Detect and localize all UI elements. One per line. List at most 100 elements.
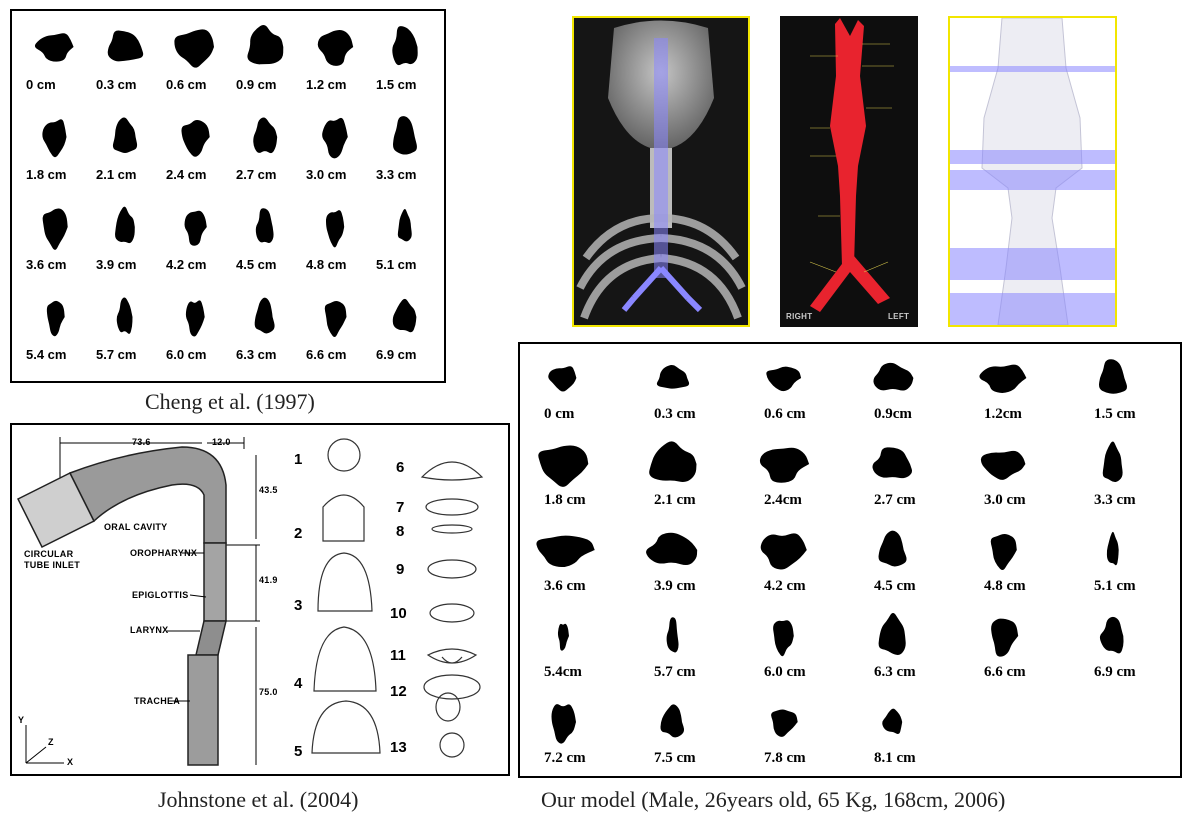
our-model-section-shape: [968, 348, 1078, 406]
cheng-section-shape: [20, 17, 90, 77]
cheng-section-label: 6.9 cm: [376, 347, 416, 362]
cheng-section-shape: [230, 17, 300, 77]
our-model-section-cell: 6.3 cm: [858, 606, 968, 692]
cheng-section-cell: 3.9 cm: [90, 197, 160, 287]
cheng-section-cell: 6.3 cm: [230, 287, 300, 377]
our-model-section-label: 0.6 cm: [764, 406, 806, 423]
johnstone-airway-diagram: [12, 425, 508, 774]
our-model-section-label: 5.1 cm: [1094, 578, 1136, 595]
our-model-section-cell: 4.5 cm: [858, 520, 968, 606]
cheng-section-shape: [160, 17, 230, 77]
our-model-section-cell: 7.8 cm: [748, 692, 858, 778]
cheng-section-shape: [300, 17, 370, 77]
our-model-section-label: 1.2cm: [984, 406, 1022, 423]
our-model-section-shape: [748, 692, 858, 750]
cheng-section-label: 2.1 cm: [96, 167, 136, 182]
our-model-section-cell: 0.6 cm: [748, 348, 858, 434]
axis-z-label: Z: [48, 737, 54, 747]
cheng-section-label: 1.5 cm: [376, 77, 416, 92]
our-model-section-cell: 2.1 cm: [638, 434, 748, 520]
cheng-section-label: 0 cm: [26, 77, 56, 92]
our-model-section-cell: 3.0 cm: [968, 434, 1078, 520]
cheng-section-label: 4.8 cm: [306, 257, 346, 272]
our-model-section-cell: 6.0 cm: [748, 606, 858, 692]
our-model-section-shape: [528, 606, 638, 664]
our-model-section-label: 8.1 cm: [874, 750, 916, 767]
cheng-section-shape: [300, 107, 370, 167]
cheng-panel: 0 cm0.3 cm0.6 cm0.9 cm1.2 cm1.5 cm1.8 cm…: [10, 9, 446, 383]
our-model-section-shape: [528, 692, 638, 750]
cheng-section-label: 1.8 cm: [26, 167, 66, 182]
our-model-section-shape: [528, 434, 638, 492]
cheng-section-label: 3.9 cm: [96, 257, 136, 272]
our-model-section-shape: [1078, 520, 1182, 578]
cheng-section-cell: 4.2 cm: [160, 197, 230, 287]
our-model-section-label: 5.7 cm: [654, 664, 696, 681]
right-label: RIGHT: [786, 312, 812, 321]
our-model-section-shape: [748, 348, 858, 406]
cheng-section-label: 4.2 cm: [166, 257, 206, 272]
cheng-section-label: 2.7 cm: [236, 167, 276, 182]
cheng-section-shape: [90, 17, 160, 77]
dim-label-3: 43.5: [259, 485, 278, 495]
cheng-section-label: 5.1 cm: [376, 257, 416, 272]
dim-label-4: 41.9: [259, 575, 278, 585]
cheng-section-shape: [20, 287, 90, 347]
cheng-section-shape: [230, 107, 300, 167]
our-model-section-label: 0.3 cm: [654, 406, 696, 423]
cheng-section-label: 6.6 cm: [306, 347, 346, 362]
section-number: 9: [396, 561, 404, 578]
cheng-caption: Cheng et al. (1997): [145, 389, 315, 415]
our-model-section-label: 1.8 cm: [544, 492, 586, 509]
our-model-section-cell: 5.4cm: [528, 606, 638, 692]
our-model-section-cell: 4.8 cm: [968, 520, 1078, 606]
oral-cavity-label: ORAL CAVITY: [104, 522, 167, 532]
axis-x-label: X: [67, 757, 73, 767]
our-model-section-shape: [638, 434, 748, 492]
our-model-section-shape: [968, 520, 1078, 578]
cheng-section-label: 0.9 cm: [236, 77, 276, 92]
cheng-section-shape: [230, 287, 300, 347]
cheng-section-cell: 0.6 cm: [160, 17, 230, 107]
our-model-section-shape: [858, 348, 968, 406]
left-label: LEFT: [888, 312, 909, 321]
cheng-section-shape: [160, 197, 230, 257]
our-model-section-shape: [638, 520, 748, 578]
our-model-section-shape: [748, 606, 858, 664]
section-number: 13: [390, 739, 407, 756]
inlet-label-2: TUBE INLET: [24, 560, 80, 570]
cheng-section-shape: [20, 107, 90, 167]
section-number: 6: [396, 459, 404, 476]
our-model-section-cell: 0.9cm: [858, 348, 968, 434]
our-model-section-label: 7.2 cm: [544, 750, 586, 767]
cheng-section-shape: [370, 287, 440, 347]
our-model-section-label: 7.5 cm: [654, 750, 696, 767]
cheng-section-shape: [160, 107, 230, 167]
our-model-section-cell: 6.6 cm: [968, 606, 1078, 692]
section-number: 3: [294, 597, 302, 614]
trachea-label: TRACHEA: [134, 696, 180, 706]
cheng-section-label: 1.2 cm: [306, 77, 346, 92]
our-model-section-shape: [638, 692, 748, 750]
cheng-section-shape: [160, 287, 230, 347]
our-model-panel: 0 cm0.3 cm0.6 cm0.9cm1.2cm1.5 cm1.8 cm2.…: [518, 342, 1182, 778]
section-number: 12: [390, 683, 407, 700]
slice-plane-render: [948, 16, 1117, 327]
cheng-section-cell: 0 cm: [20, 17, 90, 107]
our-model-section-label: 4.8 cm: [984, 578, 1026, 595]
our-model-section-cell: 4.2 cm: [748, 520, 858, 606]
epiglottis-label: EPIGLOTTIS: [132, 590, 189, 600]
cheng-section-cell: 6.0 cm: [160, 287, 230, 377]
cheng-section-label: 2.4 cm: [166, 167, 206, 182]
our-model-section-cell: 7.5 cm: [638, 692, 748, 778]
cheng-section-cell: 2.4 cm: [160, 107, 230, 197]
cheng-section-cell: 3.6 cm: [20, 197, 90, 287]
section-number: 4: [294, 675, 302, 692]
cheng-section-shape: [90, 107, 160, 167]
oropharynx-label: OROPHARYNX: [130, 548, 197, 558]
cheng-section-label: 6.3 cm: [236, 347, 276, 362]
cheng-section-shape: [230, 197, 300, 257]
our-model-section-shape: [968, 606, 1078, 664]
section-number: 2: [294, 525, 302, 542]
our-model-section-label: 6.0 cm: [764, 664, 806, 681]
